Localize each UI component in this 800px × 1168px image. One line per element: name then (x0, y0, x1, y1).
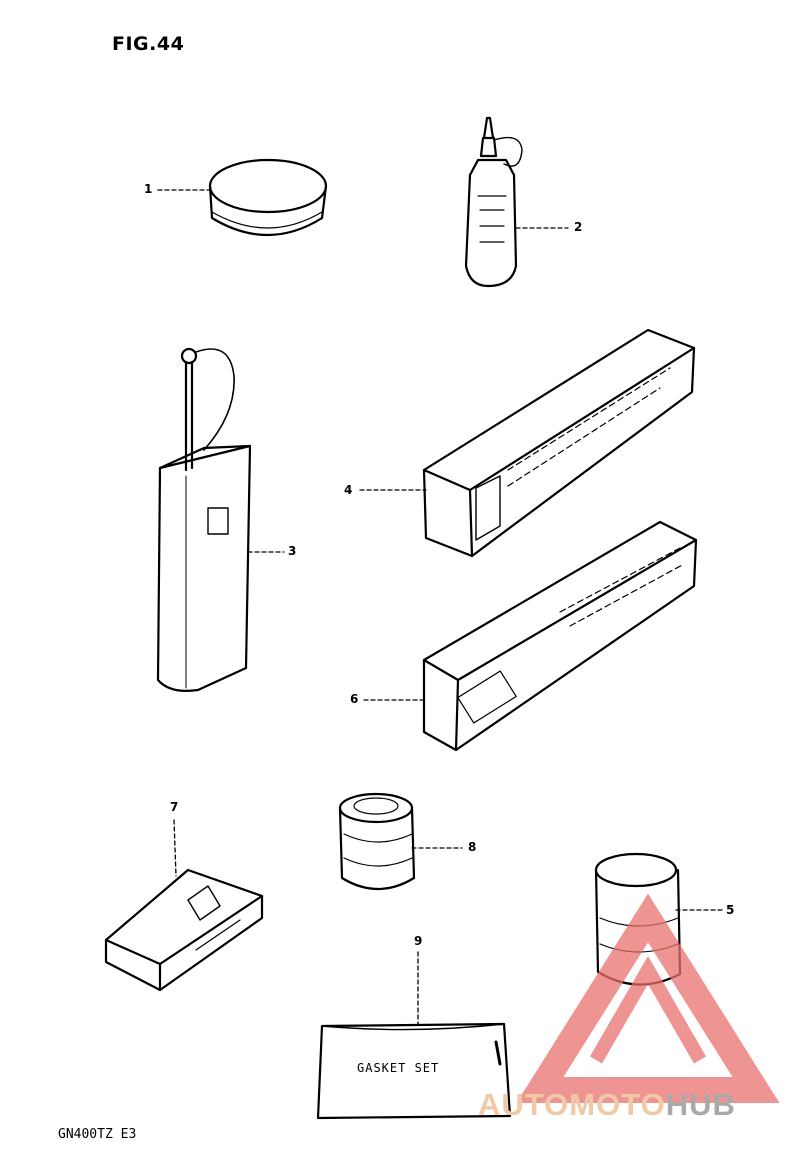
gasket-set-label: GASKET SET (357, 1061, 440, 1075)
figure-title: FIG.44 (112, 33, 185, 55)
part-1-cap-illustration (208, 158, 328, 237)
callout-6: 6 (350, 692, 359, 706)
leader-lines (157, 189, 723, 1025)
part-7-kit-illustration (104, 868, 264, 992)
callout-4: 4 (344, 483, 353, 497)
callout-1: 1 (144, 182, 153, 196)
watermark-text-part-b: HUB (665, 1087, 736, 1122)
part-8-tin-illustration (338, 792, 416, 890)
part-4-box-illustration (422, 328, 696, 558)
callout-7: 7 (170, 800, 179, 814)
callout-5: 5 (726, 903, 735, 917)
part-2-bottle-illustration (464, 116, 523, 288)
watermark-text-part-a: AUTOMOTO (478, 1087, 666, 1122)
part-9-envelope-illustration (316, 1022, 512, 1120)
callout-8: 8 (468, 840, 477, 854)
callout-2: 2 (574, 220, 583, 234)
watermark-text: AUTOMOTOHUB (478, 1087, 736, 1123)
watermark-logo (516, 893, 780, 1103)
part-3-can-illustration (156, 347, 252, 692)
callout-3: 3 (288, 544, 297, 558)
callout-9: 9 (414, 934, 423, 948)
model-code: GN400TZ E3 (58, 1127, 137, 1142)
part-6-box-illustration (422, 520, 698, 752)
